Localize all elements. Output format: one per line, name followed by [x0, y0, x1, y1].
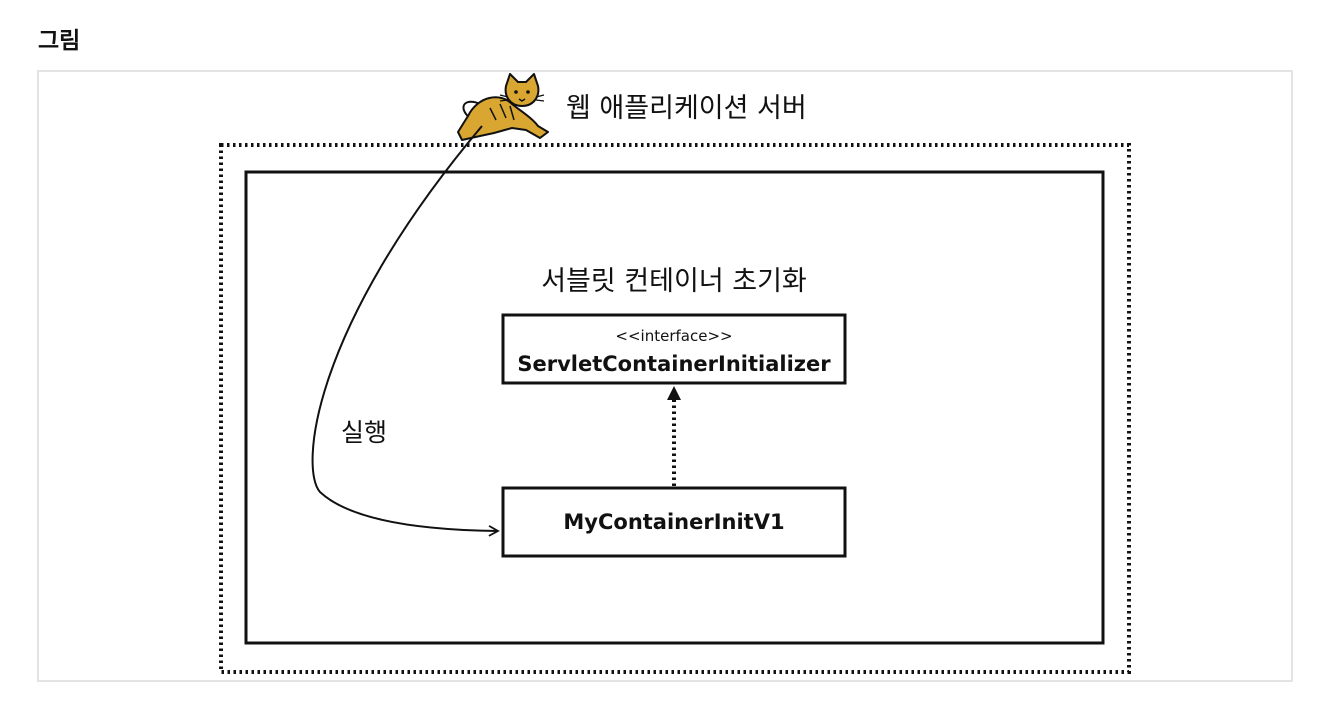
- interface-name: ServletContainerInitializer: [517, 352, 831, 376]
- tomcat-logo-icon: [457, 73, 549, 141]
- servlet-container-boundary: [244, 170, 1105, 645]
- impl-box: [501, 486, 847, 558]
- interface-stereotype: <<interface>>: [615, 327, 732, 345]
- server-label: 웹 애플리케이션 서버: [566, 93, 807, 124]
- web-app-server-boundary: [219, 143, 1131, 674]
- run-label: 실행: [341, 418, 387, 447]
- initializer-group-label: 서블릿 컨테이너 초기화: [541, 266, 807, 297]
- interface-box: [501, 313, 847, 385]
- impl-name: MyContainerInitV1: [563, 510, 784, 534]
- section-heading: 그림: [38, 28, 81, 54]
- implements-arrowhead: [667, 386, 681, 400]
- run-arrow: [311, 125, 500, 537]
